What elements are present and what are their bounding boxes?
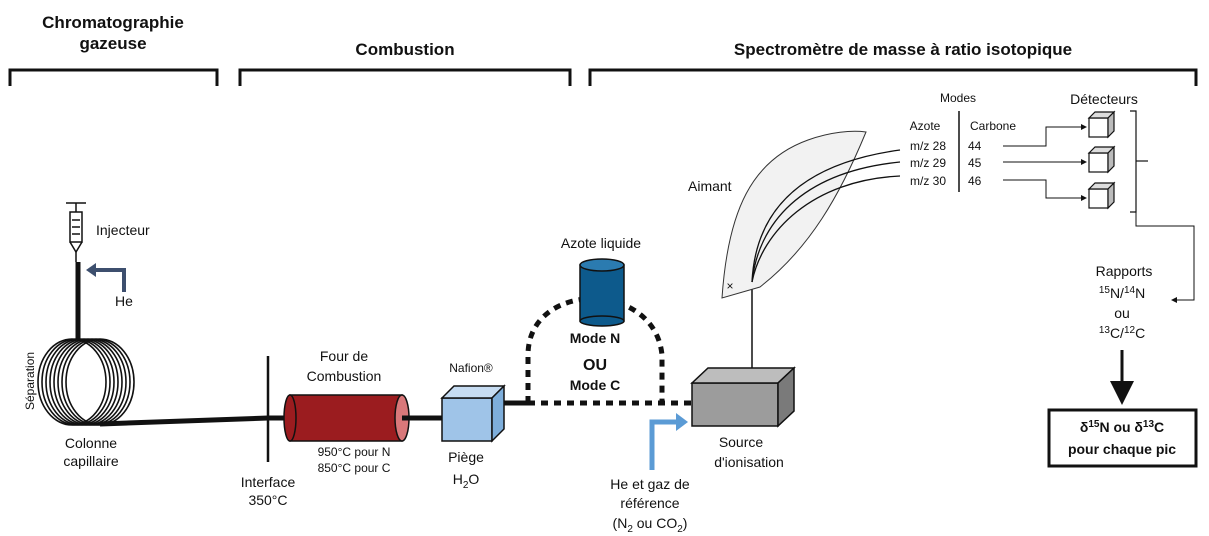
trap-label-line2: H2O	[453, 471, 480, 491]
azote-column-label: Azote	[910, 119, 941, 133]
ion-source-cube	[690, 366, 796, 428]
line-to-detector-1	[1003, 124, 1087, 147]
column-label-line2: capillaire	[63, 453, 118, 469]
detector-cube-3	[1087, 181, 1116, 210]
ion-source-label-line2: d'ionisation	[714, 454, 784, 470]
interface-label-line1: Interface	[241, 474, 296, 490]
ion-source-label-line1: Source	[719, 434, 764, 450]
detectors-label: Détecteurs	[1070, 91, 1138, 107]
separation-label: Séparation	[23, 352, 37, 410]
mz28-label: m/z 28	[910, 139, 946, 153]
ratio-ou-label: ou	[1114, 305, 1130, 321]
he-label: He	[115, 293, 133, 309]
injector-label: Injecteur	[96, 222, 150, 238]
bracket-irms	[588, 68, 1198, 86]
detector-cube-1	[1087, 110, 1116, 139]
transfer-line	[99, 415, 290, 427]
line-to-detector-3	[1003, 179, 1087, 201]
reference-gas-line	[649, 419, 678, 470]
mz30-label: m/z 30	[910, 174, 946, 188]
temperature-c-label: 850°C pour C	[318, 461, 391, 475]
ratio-c-label: 13C/12C	[1099, 325, 1145, 341]
ion-beams	[751, 149, 901, 283]
section-gc-title-line1: Chromatographie	[42, 13, 184, 32]
detectors-bracket	[1130, 110, 1137, 213]
column-label-line1: Colonne	[65, 435, 117, 451]
c44-label: 44	[968, 139, 982, 153]
result-line1: δ15N ou δ13C	[1080, 419, 1164, 435]
bracket-combustion	[238, 68, 572, 86]
reference-gas-label-line2: référence	[620, 495, 679, 511]
reference-gas-label-line3: (N2 ou CO2)	[613, 515, 688, 535]
furnace-label-line2: Combustion	[307, 368, 382, 384]
combustion-furnace	[283, 394, 410, 442]
detector-cube-2	[1087, 145, 1116, 174]
mode-n-label: Mode N	[570, 330, 621, 346]
he-arrow-icon	[86, 263, 96, 277]
c46-label: 46	[968, 174, 982, 188]
carbone-column-label: Carbone	[970, 119, 1016, 133]
mz29-label: m/z 29	[910, 156, 946, 170]
section-irms-title: Spectromètre de masse à ratio isotopique	[734, 40, 1072, 59]
section-combustion-title: Combustion	[355, 40, 454, 59]
trap-label-line1: Piège	[448, 449, 484, 465]
he-inlet-line	[92, 268, 126, 292]
water-trap-cube	[440, 384, 506, 443]
line-to-ratios	[1135, 212, 1195, 303]
reference-gas-arrow-icon	[676, 413, 688, 431]
c45-label: 45	[968, 156, 982, 170]
ou-label: OU	[583, 357, 607, 374]
result-box	[1047, 408, 1198, 468]
reference-gas-label-line1: He et gaz de	[610, 476, 690, 492]
ratios-label: Rapports	[1096, 263, 1153, 279]
liquid-nitrogen-dewar	[579, 258, 625, 327]
furnace-label-line1: Four de	[320, 348, 368, 364]
temperature-n-label: 950°C pour N	[318, 445, 391, 459]
modes-label: Modes	[940, 91, 976, 105]
magnet-x-mark: ×	[726, 279, 733, 293]
nafion-label: Nafion®	[449, 361, 493, 375]
magnet-label: Aimant	[688, 178, 732, 194]
bracket-gc	[8, 68, 219, 86]
capillary-coil	[37, 338, 135, 426]
mode-c-label: Mode C	[570, 377, 621, 393]
liquid-nitrogen-label: Azote liquide	[561, 235, 641, 251]
syringe-icon	[66, 202, 86, 262]
result-line2: pour chaque pic	[1068, 441, 1176, 457]
interface-label-line2: 350°C	[248, 492, 287, 508]
ratio-n-label: 15N/14N	[1099, 285, 1145, 301]
section-gc-title-line2: gazeuse	[79, 34, 146, 53]
